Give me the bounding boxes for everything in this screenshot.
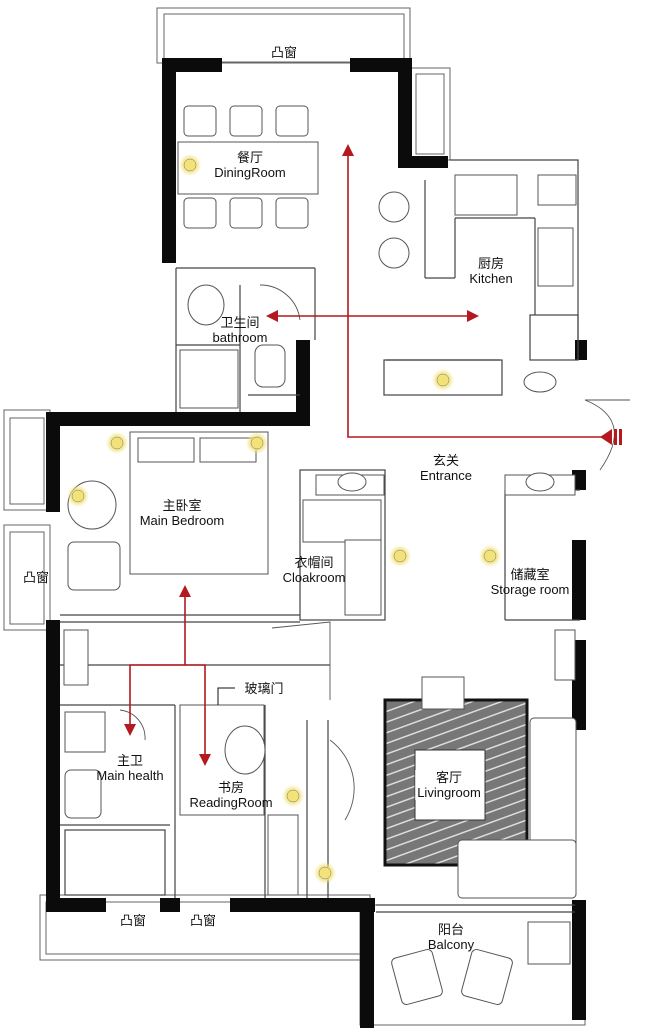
lamp-icon: [106, 432, 128, 454]
lamp-icon: [179, 154, 201, 176]
lamp-icon: [432, 369, 454, 391]
label-storage-room: 储藏室 Storage room: [491, 567, 570, 597]
glass-door-cn: 玻璃门: [244, 681, 284, 696]
lamp-icon: [479, 545, 501, 567]
balcony-cn: 阳台: [437, 922, 464, 937]
label-bathroom: 卫生间 bathroom: [213, 315, 268, 345]
kitchen-en: Kitchen: [469, 271, 513, 286]
study-cn: 书房: [217, 780, 245, 795]
label-entrance: 玄关 Entrance: [420, 453, 472, 483]
lamps: [67, 154, 501, 884]
entry-arrow-icon: [600, 429, 622, 445]
glass-door-leader: [217, 687, 235, 705]
door-swings: [119, 284, 630, 821]
label-living-room: 客厅 Livingroom: [415, 770, 483, 800]
label-kitchen: 厨房 Kitchen: [469, 256, 512, 286]
lamp-icon: [314, 862, 336, 884]
bay-window-bottom-mid: 凸窗: [189, 913, 217, 928]
master-bedroom-en: Main Bedroom: [139, 513, 225, 528]
lamp-icon: [67, 485, 89, 507]
storage-en: Storage room: [490, 582, 570, 597]
label-study: 书房 ReadingRoom: [189, 780, 272, 810]
living-en: Livingroom: [417, 785, 481, 800]
label-master-bath: 主卫 Main health: [96, 753, 163, 783]
living-cn: 客厅: [435, 770, 462, 785]
entrance-cn: 玄关: [432, 453, 460, 468]
lamp-icon: [246, 432, 268, 454]
circulation-paths: [129, 150, 610, 760]
furniture: [63, 105, 577, 1005]
balcony-en: Balcony: [427, 937, 475, 952]
bathroom-en: bathroom: [212, 330, 268, 345]
walls: [46, 58, 587, 1028]
bay-window-top: 凸窗: [270, 45, 298, 60]
label-dining-room: 餐厅 DiningRoom: [214, 150, 286, 180]
bathroom-cn: 卫生间: [220, 315, 260, 330]
bay-window-bottom-left: 凸窗: [119, 913, 147, 928]
master-bedroom-cn: 主卧室: [162, 498, 202, 513]
label-balcony: 阳台 Balcony: [428, 922, 474, 952]
label-master-bedroom: 主卧室 Main Bedroom: [140, 498, 225, 528]
master-bath-cn: 主卫: [116, 753, 143, 768]
dining-cn: 餐厅: [236, 150, 264, 165]
label-cloakroom: 衣帽间 Cloakroom: [283, 555, 346, 585]
dining-en: DiningRoom: [214, 165, 286, 180]
entrance-en: Entrance: [419, 468, 473, 483]
lamp-icon: [389, 545, 411, 567]
cloakroom-en: Cloakroom: [282, 570, 346, 585]
lamp-icon: [282, 785, 304, 807]
bay-window-left: 凸窗: [22, 570, 50, 585]
master-bath-en: Main health: [96, 768, 164, 783]
study-en: ReadingRoom: [189, 795, 273, 810]
kitchen-cn: 厨房: [477, 256, 504, 271]
circulation-arrow-icon: [124, 144, 479, 766]
label-glass-door: 玻璃门: [244, 681, 283, 696]
cloakroom-cn: 衣帽间: [294, 555, 334, 570]
storage-cn: 储藏室: [510, 567, 550, 582]
